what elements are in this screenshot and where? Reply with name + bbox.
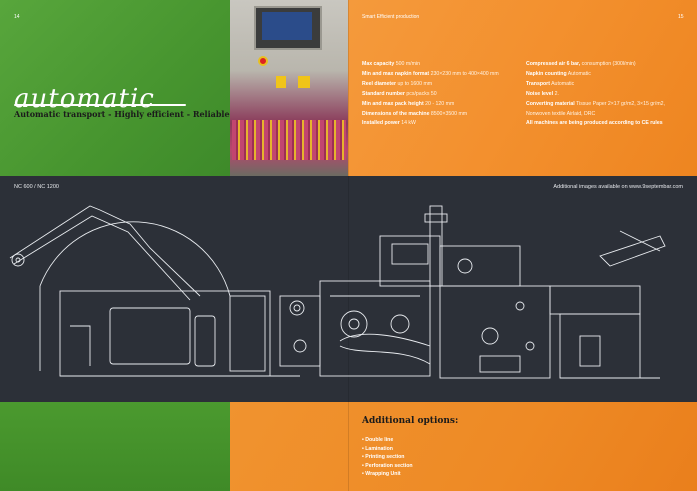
spec-row: Min and max napkin format 230×230 mm to … bbox=[362, 70, 499, 77]
spec-row: Napkin counting Automatic bbox=[526, 70, 591, 77]
list-item: Lamination bbox=[362, 445, 413, 454]
spec-row: Compressed air 6 bar, consumption (300l/… bbox=[526, 61, 636, 67]
page-number-left: 14 bbox=[14, 14, 20, 20]
website-note: Additional images available on www.9sept… bbox=[553, 184, 683, 190]
spec-row: Noise level 2. bbox=[526, 90, 559, 97]
spec-row: Standard number pcs/packs 50 bbox=[362, 90, 437, 97]
spec-row: Converting material Tissue Paper 2×17 gr… bbox=[526, 100, 665, 107]
page-number-right: 15 bbox=[678, 14, 684, 20]
spec-row: All machines are being produced accordin… bbox=[526, 120, 663, 127]
warning-sign-icon bbox=[298, 76, 310, 88]
spec-row: Transport Automatic bbox=[526, 80, 575, 87]
title-underline bbox=[14, 104, 186, 106]
additional-options-list: Double line Lamination Printing section … bbox=[362, 436, 413, 479]
page-fold bbox=[348, 0, 349, 491]
orange-panel-top bbox=[348, 0, 697, 176]
green-panel-bottom bbox=[0, 402, 230, 491]
green-panel-top bbox=[0, 0, 230, 176]
napkin-tray-image bbox=[232, 120, 346, 160]
list-item: Perforation section bbox=[362, 462, 412, 471]
spec-row: Nonwoven textile Airlaid, DRC bbox=[526, 110, 596, 117]
spec-row: Max capacity 500 m/min bbox=[362, 61, 420, 67]
spec-row: Min and max pack height 20 - 120 mm bbox=[362, 100, 455, 107]
list-item: Printing section bbox=[362, 453, 413, 462]
spec-row: Installed power 14 kW bbox=[362, 120, 416, 127]
spec-list-left: Max capacity 500 m/min Min and max napki… bbox=[362, 60, 522, 129]
model-label: NC 600 / NC 1200 bbox=[14, 184, 59, 190]
spec-row: Reel diameter up to 1600 mm bbox=[362, 80, 433, 87]
warning-sign-icon bbox=[276, 76, 286, 88]
touch-screen-image bbox=[262, 12, 312, 40]
tagline: Automatic transport - Highly efficient -… bbox=[14, 109, 230, 119]
page-title: automatic bbox=[14, 84, 155, 114]
spec-list-right: Compressed air 6 bar, consumption (300l/… bbox=[526, 60, 691, 129]
orange-panel-bottom bbox=[230, 402, 697, 491]
spec-row: Dimensions of the machine 8500×3500 mm bbox=[362, 110, 468, 117]
machine-line-drawing bbox=[9, 205, 666, 379]
emergency-stop-icon bbox=[258, 56, 268, 66]
list-item: Wrapping Unit bbox=[362, 470, 413, 479]
list-item: Double line bbox=[362, 436, 413, 445]
additional-options-title: Additional options: bbox=[362, 416, 459, 426]
section-header: Smart Efficient production bbox=[362, 14, 420, 20]
